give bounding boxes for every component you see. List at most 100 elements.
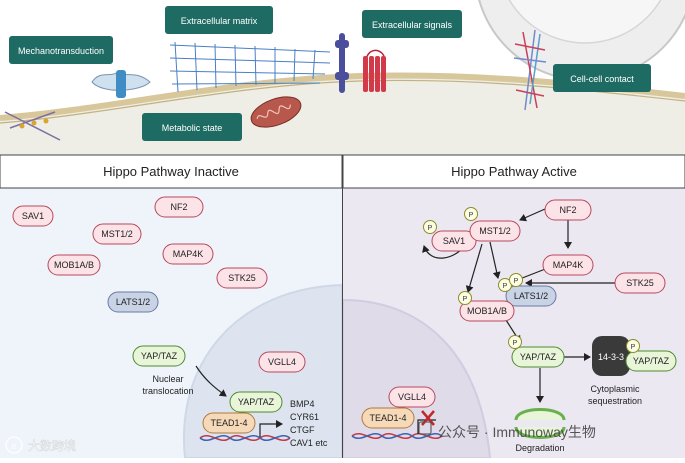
- receptor-protein: [335, 33, 349, 93]
- arrow-nf2-mst: [519, 208, 546, 222]
- adhesion-fibers: [4, 111, 61, 141]
- cell-junction: [513, 29, 547, 111]
- degradation-label: Degradation: [515, 443, 564, 453]
- svg-text:STK25: STK25: [626, 278, 654, 288]
- label-mechanotransduction: Mechanotransduction: [9, 36, 113, 64]
- svg-text:Cell-cell contact: Cell-cell contact: [570, 74, 634, 84]
- svg-text:SAV1: SAV1: [443, 236, 465, 246]
- protein-map4k-active: MAP4K: [542, 254, 594, 276]
- svg-text:公众号 · Immunoway生物: 公众号 · Immunoway生物: [438, 424, 596, 440]
- active-pathway: NF2 SAV1 MST1/2 MAP4K STK25 LATS1/2: [351, 199, 677, 453]
- svg-text:SAV1: SAV1: [22, 211, 44, 221]
- svg-text:14-3-3: 14-3-3: [598, 352, 624, 362]
- membrane-scene: Mechanotransduction Extracellular matrix…: [0, 0, 685, 155]
- svg-text:Extracellular signals: Extracellular signals: [372, 20, 453, 30]
- target-gene-cyr61: CYR61: [290, 412, 319, 422]
- target-gene-cav1: CAV1 etc: [290, 438, 328, 448]
- svg-text:TEAD1-4: TEAD1-4: [369, 413, 406, 423]
- svg-text:大数跨境: 大数跨境: [28, 438, 76, 453]
- arrow-mst-mob: [465, 243, 483, 293]
- phospho-icon-yap-bound: P: [626, 339, 640, 353]
- gpcr-protein: [363, 49, 386, 92]
- svg-text:MOB1A/B: MOB1A/B: [54, 260, 94, 270]
- svg-text:MAP4K: MAP4K: [553, 260, 584, 270]
- dna-strand-inactive: [199, 435, 291, 441]
- phospho-icon-sav1: P: [423, 220, 437, 234]
- svg-text:P: P: [631, 344, 636, 351]
- protein-lats: LATS1/2: [107, 291, 159, 313]
- proteasome-icon: [514, 408, 566, 439]
- protein-stk25-active: STK25: [614, 272, 666, 294]
- extracellular-matrix-mesh: [169, 41, 331, 93]
- target-gene-bmp4: BMP4: [290, 399, 315, 409]
- nuclear-translocation-line2: translocation: [142, 386, 193, 396]
- protein-mob-active: MOB1A/B: [459, 300, 515, 322]
- svg-text:MAP4K: MAP4K: [173, 249, 204, 259]
- svg-text:P: P: [463, 296, 468, 303]
- svg-text:YAP/TAZ: YAP/TAZ: [520, 352, 557, 362]
- watermark-right: 公众号 · Immunoway生物: [418, 421, 596, 440]
- svg-text:P: P: [513, 340, 518, 347]
- protein-tead: TEAD1-4: [202, 412, 256, 434]
- active-title: Hippo Pathway Active: [451, 164, 577, 179]
- label-cell-cell-contact: Cell-cell contact: [553, 64, 651, 92]
- svg-text:TEAD1-4: TEAD1-4: [210, 418, 247, 428]
- svg-text:VGLL4: VGLL4: [398, 392, 426, 402]
- svg-text:LATS1/2: LATS1/2: [514, 291, 548, 301]
- inactive-proteins: SAV1 NF2 MST1/2 MOB1A/B MAP4K STK25 LATS…: [12, 196, 328, 448]
- protein-mob: MOB1A/B: [47, 254, 101, 276]
- transcription-arrow: [259, 420, 283, 437]
- dna-strand-active: [351, 433, 443, 439]
- svg-text:Mechanotransduction: Mechanotransduction: [18, 46, 104, 56]
- mitochondrion-icon: [250, 96, 302, 128]
- transcription-blocked-icon: [421, 410, 435, 426]
- protein-mst: MST1/2: [92, 223, 142, 245]
- protein-tead-active: TEAD1-4: [361, 407, 415, 429]
- label-extracellular-signals: Extracellular signals: [362, 10, 462, 38]
- protein-14-3-3: 14-3-3: [592, 336, 630, 376]
- mechanosensor-channel: [91, 70, 151, 98]
- svg-text:YAP/TAZ: YAP/TAZ: [238, 397, 275, 407]
- svg-text:MOB1A/B: MOB1A/B: [467, 306, 507, 316]
- phospho-icon-lats-2: P: [509, 273, 523, 287]
- svg-text:MST1/2: MST1/2: [479, 226, 511, 236]
- nuclear-translocation-line1: Nuclear: [152, 374, 183, 384]
- protein-sav1: SAV1: [12, 205, 54, 227]
- protein-stk25: STK25: [216, 267, 268, 289]
- cytoplasmic-line2: sequestration: [588, 396, 642, 406]
- svg-text:Metabolic state: Metabolic state: [162, 123, 223, 133]
- svg-text:P: P: [503, 283, 508, 290]
- svg-text:YAP/TAZ: YAP/TAZ: [633, 356, 670, 366]
- svg-text:VGLL4: VGLL4: [268, 357, 296, 367]
- svg-text:P: P: [469, 212, 474, 219]
- translocation-arrow: [195, 365, 227, 397]
- protein-nf2-active: NF2: [544, 199, 592, 221]
- svg-text:STK25: STK25: [228, 273, 256, 283]
- svg-text:NF2: NF2: [170, 202, 187, 212]
- protein-sav1-active: SAV1: [431, 230, 477, 252]
- svg-text:NF2: NF2: [559, 205, 576, 215]
- phospho-icon-yap: P: [508, 335, 522, 349]
- protein-mst-active: MST1/2: [469, 220, 521, 242]
- phospho-icon-mst: P: [464, 207, 478, 221]
- svg-text:P: P: [428, 225, 433, 232]
- inactive-title: Hippo Pathway Inactive: [103, 164, 239, 179]
- inactive-panel: Hippo Pathway Inactive: [0, 154, 343, 459]
- protein-nf2: NF2: [154, 196, 204, 218]
- protein-lats-active: LATS1/2: [505, 285, 557, 307]
- svg-text:YAP/TAZ: YAP/TAZ: [141, 351, 178, 361]
- protein-vgll4-active: VGLL4: [388, 386, 436, 408]
- watermark-left: e 大数跨境: [5, 436, 76, 454]
- cytoplasmic-line1: Cytoplasmic: [590, 384, 640, 394]
- svg-text:LATS1/2: LATS1/2: [116, 297, 150, 307]
- protein-map4k: MAP4K: [162, 243, 214, 265]
- svg-text:Extracellular matrix: Extracellular matrix: [181, 16, 258, 26]
- label-extracellular-matrix: Extracellular matrix: [165, 6, 273, 34]
- svg-text:e: e: [11, 441, 16, 451]
- label-metabolic-state: Metabolic state: [142, 113, 242, 141]
- svg-text:MST1/2: MST1/2: [101, 229, 133, 239]
- protein-yap-active: YAP/TAZ: [511, 346, 565, 368]
- protein-yap-bound: YAP/TAZ: [625, 350, 677, 372]
